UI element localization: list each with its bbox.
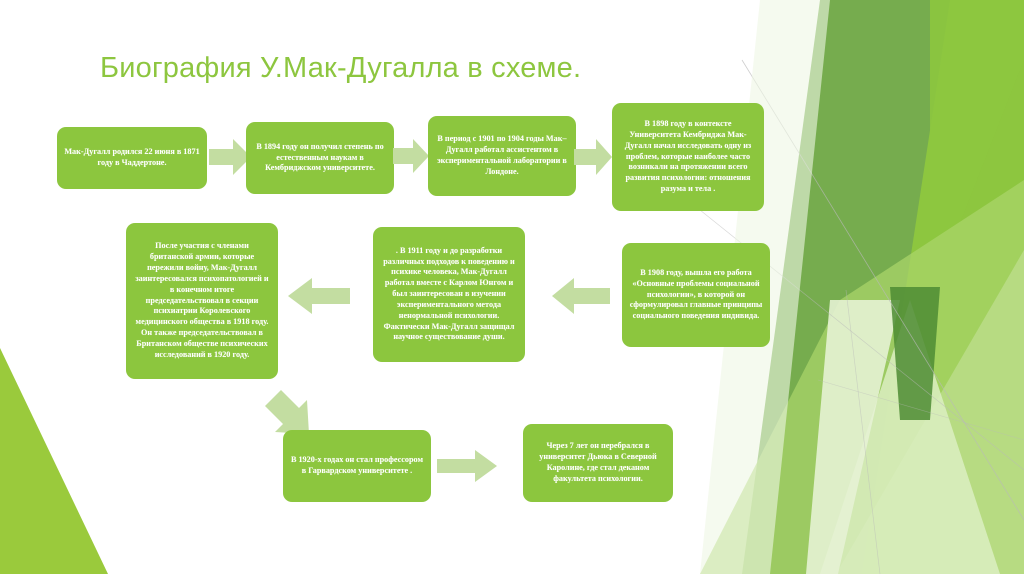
bg-shape-dark-band [742,0,990,574]
bg-shape-mint-shard [820,300,1000,574]
arrow-node5-to-node6 [552,278,610,314]
bg-hairline-4 [817,379,1024,441]
flow-node-7: После участия с членами британской армии… [126,223,278,379]
arrow-right-glyph [393,139,429,173]
arrow-node7-to-node8 [263,390,313,438]
flow-node-3-text: В период с 1901 по 1904 годы Мак–Дугалл … [437,134,567,176]
flow-node-4-text: В 1898 году в контексте Университета Кем… [624,119,752,194]
page-title: Биография У.Мак-Дугалла в схеме. [100,52,582,84]
arrow-left-glyph [552,278,610,314]
flow-node-6-text: . В 1911 году и до разработки различных … [383,245,515,342]
flow-node-1: Мак-Дугалл родился 22 июня в 1871 году в… [57,127,207,189]
bg-shape-pale-shard [836,250,1024,574]
flow-node-9: Через 7 лет он перебрался в университет … [523,424,673,502]
flow-node-8: В 1920-х годах он стал профессором в Гар… [283,430,431,502]
arrow-down-right-glyph [265,390,309,434]
arrow-node3-to-node4 [574,139,612,175]
flow-node-5: В 1908 году, вышла его работа «Основные … [622,243,770,347]
flow-node-4: В 1898 году в контексте Университета Кем… [612,103,764,211]
flow-node-1-text: Мак-Дугалл родился 22 июня в 1871 году в… [64,147,200,167]
flow-node-7-text: После участия с членами британской армии… [135,241,269,359]
arrow-right-glyph [209,139,251,175]
bg-hairline-1 [741,59,1024,521]
flow-node-3: В период с 1901 по 1904 годы Мак–Дугалл … [428,116,576,196]
arrow-node8-to-node9 [437,450,497,482]
arrow-right-glyph [574,139,612,175]
bg-shape-left-wedge [0,348,108,574]
flow-node-8-text: В 1920-х годах он стал профессором в Гар… [290,455,424,475]
bg-shape-mint-small [806,300,900,574]
arrow-node1-to-node2 [209,139,251,175]
bg-shape-bright-band [862,0,1024,574]
flow-node-2-text: В 1894 году он получил степень по естест… [256,141,384,173]
arrow-right-glyph [437,450,497,482]
arrow-left-glyph [288,278,350,314]
arrow-node2-to-node3 [393,139,429,173]
flow-node-5-text: В 1908 году, вышла его работа «Основные … [629,267,763,321]
arrow-node6-to-node7 [288,278,350,314]
bg-shape-deep-triangle [930,0,1024,300]
flow-node-2: В 1894 году он получил степень по естест… [246,122,394,194]
bg-hairline-3 [845,289,881,574]
flow-node-6: . В 1911 году и до разработки различных … [373,227,525,362]
flow-node-9-text: Через 7 лет он перебрался в университет … [539,441,657,483]
bg-shape-pale-overlay [700,180,1024,574]
bg-shape-dark-wedge [890,287,940,420]
